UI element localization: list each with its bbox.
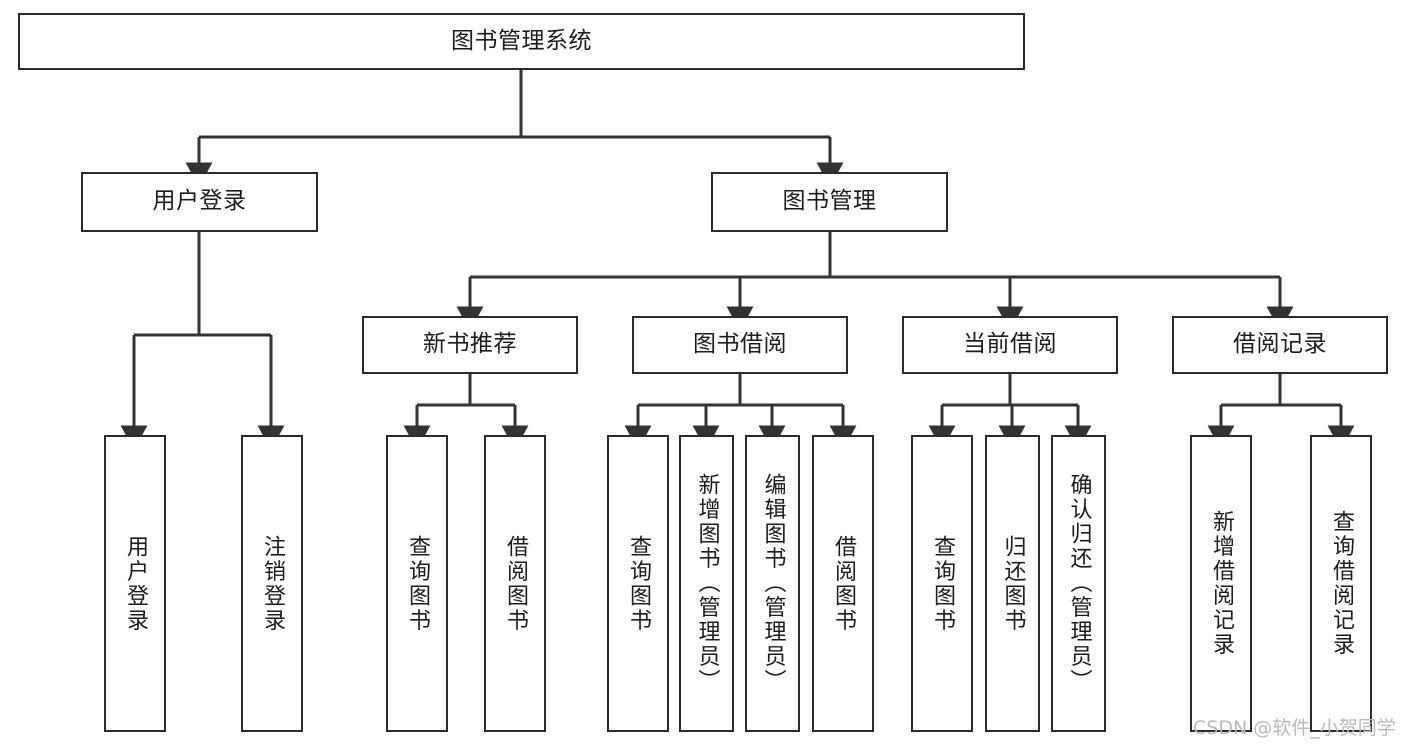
node-leaf-return-book[interactable]: 归还图书 [985, 435, 1040, 732]
node-leaf-logout[interactable]: 注销登录 [241, 435, 303, 732]
node-leaf-borrow-book-2-label: 借阅图书 [831, 534, 856, 633]
node-current-borrow-label: 当前借阅 [963, 331, 1057, 358]
node-book-manage-label: 图书管理 [782, 188, 877, 215]
node-book-manage[interactable]: 图书管理 [711, 172, 948, 232]
node-leaf-borrow-book-1-label: 借阅图书 [503, 534, 528, 633]
node-leaf-add-record-label: 新增借阅记录 [1209, 510, 1234, 657]
node-leaf-query-book-1[interactable]: 查询图书 [386, 435, 448, 732]
node-root[interactable]: 图书管理系统 [18, 13, 1025, 70]
node-leaf-confirm-return-label: 确认归还（管理员） [1066, 473, 1092, 694]
node-leaf-logout-label: 注销登录 [260, 534, 285, 633]
node-leaf-add-record[interactable]: 新增借阅记录 [1190, 435, 1252, 732]
node-user-login[interactable]: 用户登录 [81, 172, 318, 232]
node-leaf-borrow-book-1[interactable]: 借阅图书 [484, 435, 546, 732]
node-leaf-query-record-label: 查询借阅记录 [1329, 510, 1354, 657]
node-leaf-user-login[interactable]: 用户登录 [104, 435, 166, 732]
csdn-watermark: CSDN @软件_小贺同学 [1193, 717, 1396, 739]
node-leaf-return-book-label: 归还图书 [1000, 534, 1026, 633]
node-leaf-query-book-2-label: 查询图书 [626, 534, 651, 633]
node-current-borrow[interactable]: 当前借阅 [902, 316, 1118, 374]
node-leaf-query-record[interactable]: 查询借阅记录 [1310, 435, 1372, 732]
node-leaf-query-book-1-label: 查询图书 [405, 534, 430, 633]
node-leaf-confirm-return[interactable]: 确认归还（管理员） [1051, 435, 1106, 732]
node-leaf-query-book-3[interactable]: 查询图书 [911, 435, 973, 732]
node-leaf-query-book-3-label: 查询图书 [930, 534, 955, 633]
node-leaf-add-book[interactable]: 新增图书（管理员） [679, 435, 734, 732]
node-book-borrow-label: 图书借阅 [693, 331, 787, 358]
node-borrow-record-label: 借阅记录 [1233, 331, 1327, 358]
node-leaf-edit-book-label: 编辑图书（管理员） [760, 473, 786, 694]
node-leaf-add-book-label: 新增图书（管理员） [694, 473, 720, 694]
node-book-borrow[interactable]: 图书借阅 [632, 316, 848, 374]
node-leaf-user-login-label: 用户登录 [123, 534, 148, 633]
node-borrow-record[interactable]: 借阅记录 [1172, 316, 1388, 374]
node-user-login-label: 用户登录 [152, 188, 247, 215]
node-new-book-rec-label: 新书推荐 [423, 331, 517, 358]
node-leaf-edit-book[interactable]: 编辑图书（管理员） [745, 435, 800, 732]
node-leaf-query-book-2[interactable]: 查询图书 [607, 435, 669, 732]
node-root-label: 图书管理系统 [451, 27, 592, 54]
node-leaf-borrow-book-2[interactable]: 借阅图书 [812, 435, 874, 732]
node-new-book-rec[interactable]: 新书推荐 [362, 316, 578, 374]
